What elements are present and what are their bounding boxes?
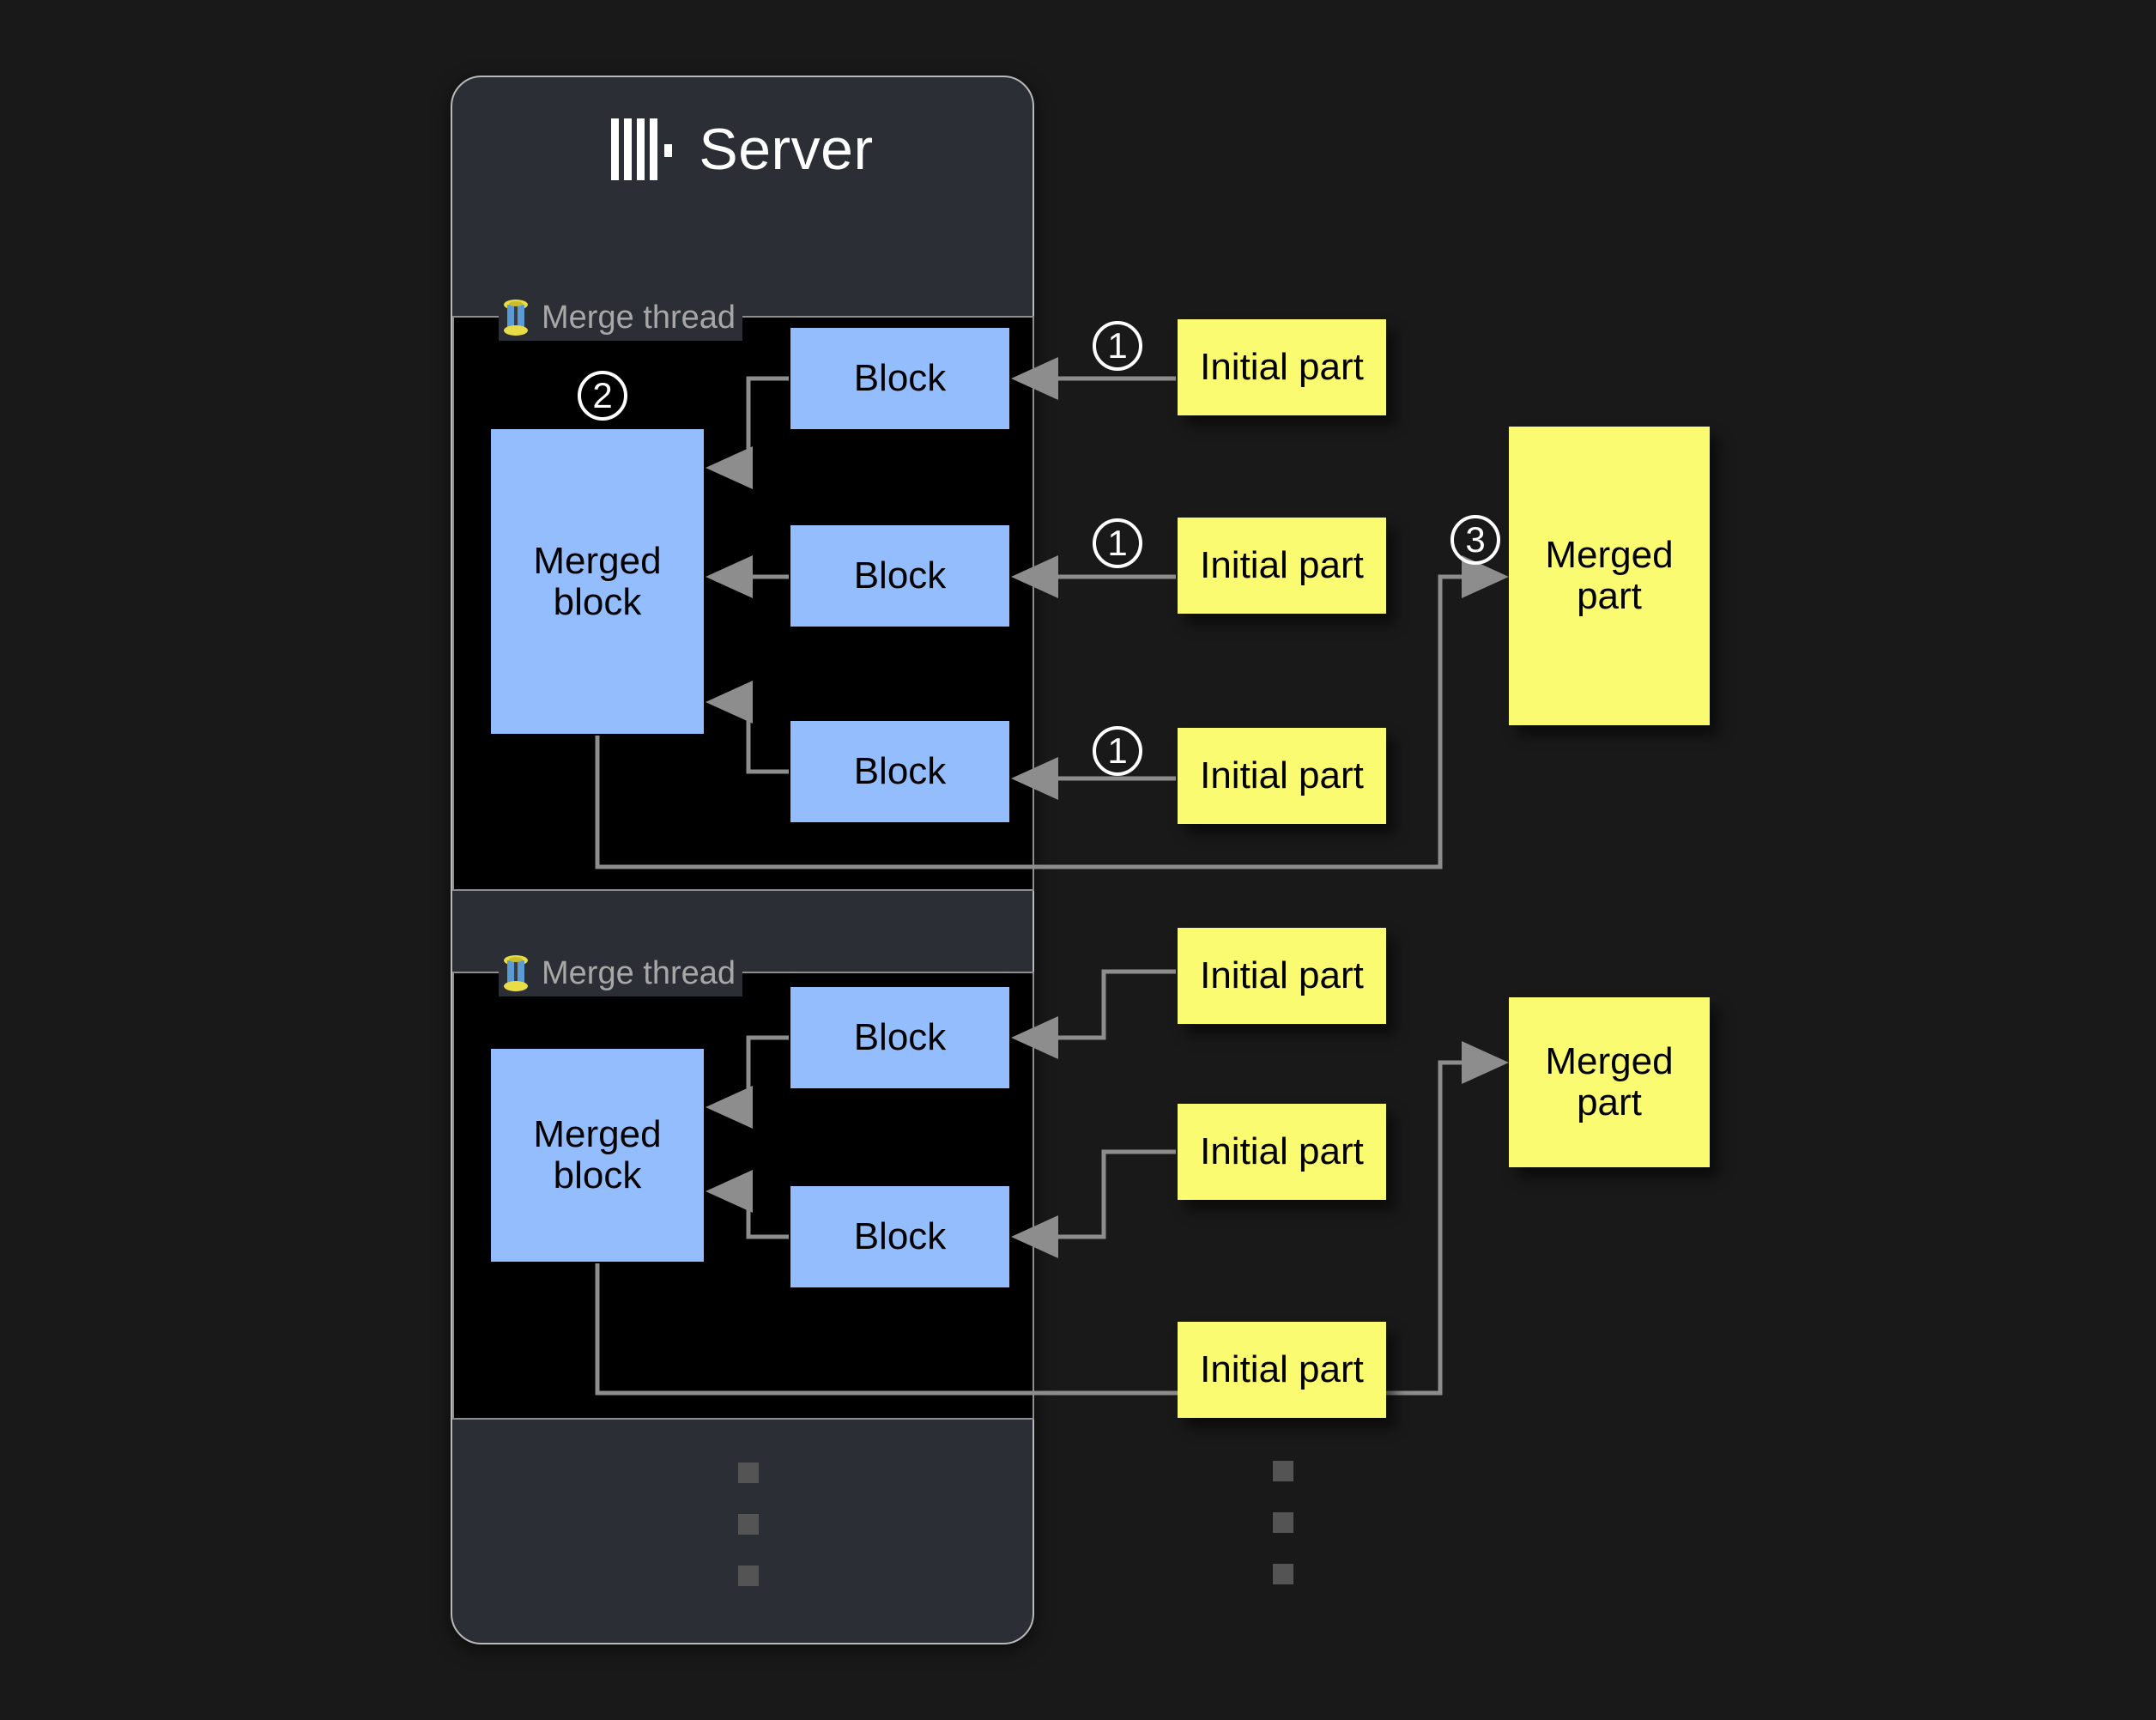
initial-part: Initial part: [1178, 1104, 1386, 1200]
server-title-label: Server: [699, 117, 874, 182]
ellipsis-dot: [738, 1514, 759, 1535]
merged-part: Merged part: [1509, 997, 1710, 1167]
ellipsis-dot: [738, 1463, 759, 1483]
block: Block: [790, 987, 1009, 1088]
step-badge-1: 1: [1093, 321, 1142, 371]
block: Block: [790, 525, 1009, 627]
initial-part: Initial part: [1178, 728, 1386, 824]
thread-spool-icon: [499, 954, 533, 992]
ellipsis-dot: [738, 1566, 759, 1586]
initial-part: Initial part: [1178, 1322, 1386, 1418]
parts-ellipsis: [1273, 1461, 1293, 1584]
initial-part: Initial part: [1178, 928, 1386, 1024]
step-badge-1: 1: [1093, 726, 1142, 776]
step-badge-1: 1: [1093, 518, 1142, 568]
merged-part: Merged part: [1509, 427, 1710, 725]
step-badge-2: 2: [578, 371, 627, 421]
initial-part: Initial part: [1178, 518, 1386, 614]
ellipsis-dot: [1273, 1512, 1293, 1533]
server-ellipsis: [738, 1463, 759, 1586]
block: Block: [790, 1186, 1009, 1287]
block: Block: [790, 721, 1009, 822]
ellipsis-dot: [1273, 1564, 1293, 1584]
ellipsis-dot: [1273, 1461, 1293, 1481]
merged-block-1: Merged block: [491, 429, 704, 734]
thread-spool-icon: [499, 299, 533, 336]
block: Block: [790, 328, 1009, 429]
merge-thread-label-1: Merge thread: [499, 294, 743, 341]
merge-thread-label-2: Merge thread: [499, 950, 743, 996]
merge-thread-label-text: Merge thread: [542, 300, 736, 336]
merge-thread-label-text: Merge thread: [542, 955, 736, 991]
merged-block-2: Merged block: [491, 1049, 704, 1262]
step-badge-3: 3: [1450, 515, 1500, 565]
clickhouse-logo-icon: [611, 118, 673, 180]
initial-part: Initial part: [1178, 319, 1386, 415]
server-title: Server: [452, 118, 1033, 180]
